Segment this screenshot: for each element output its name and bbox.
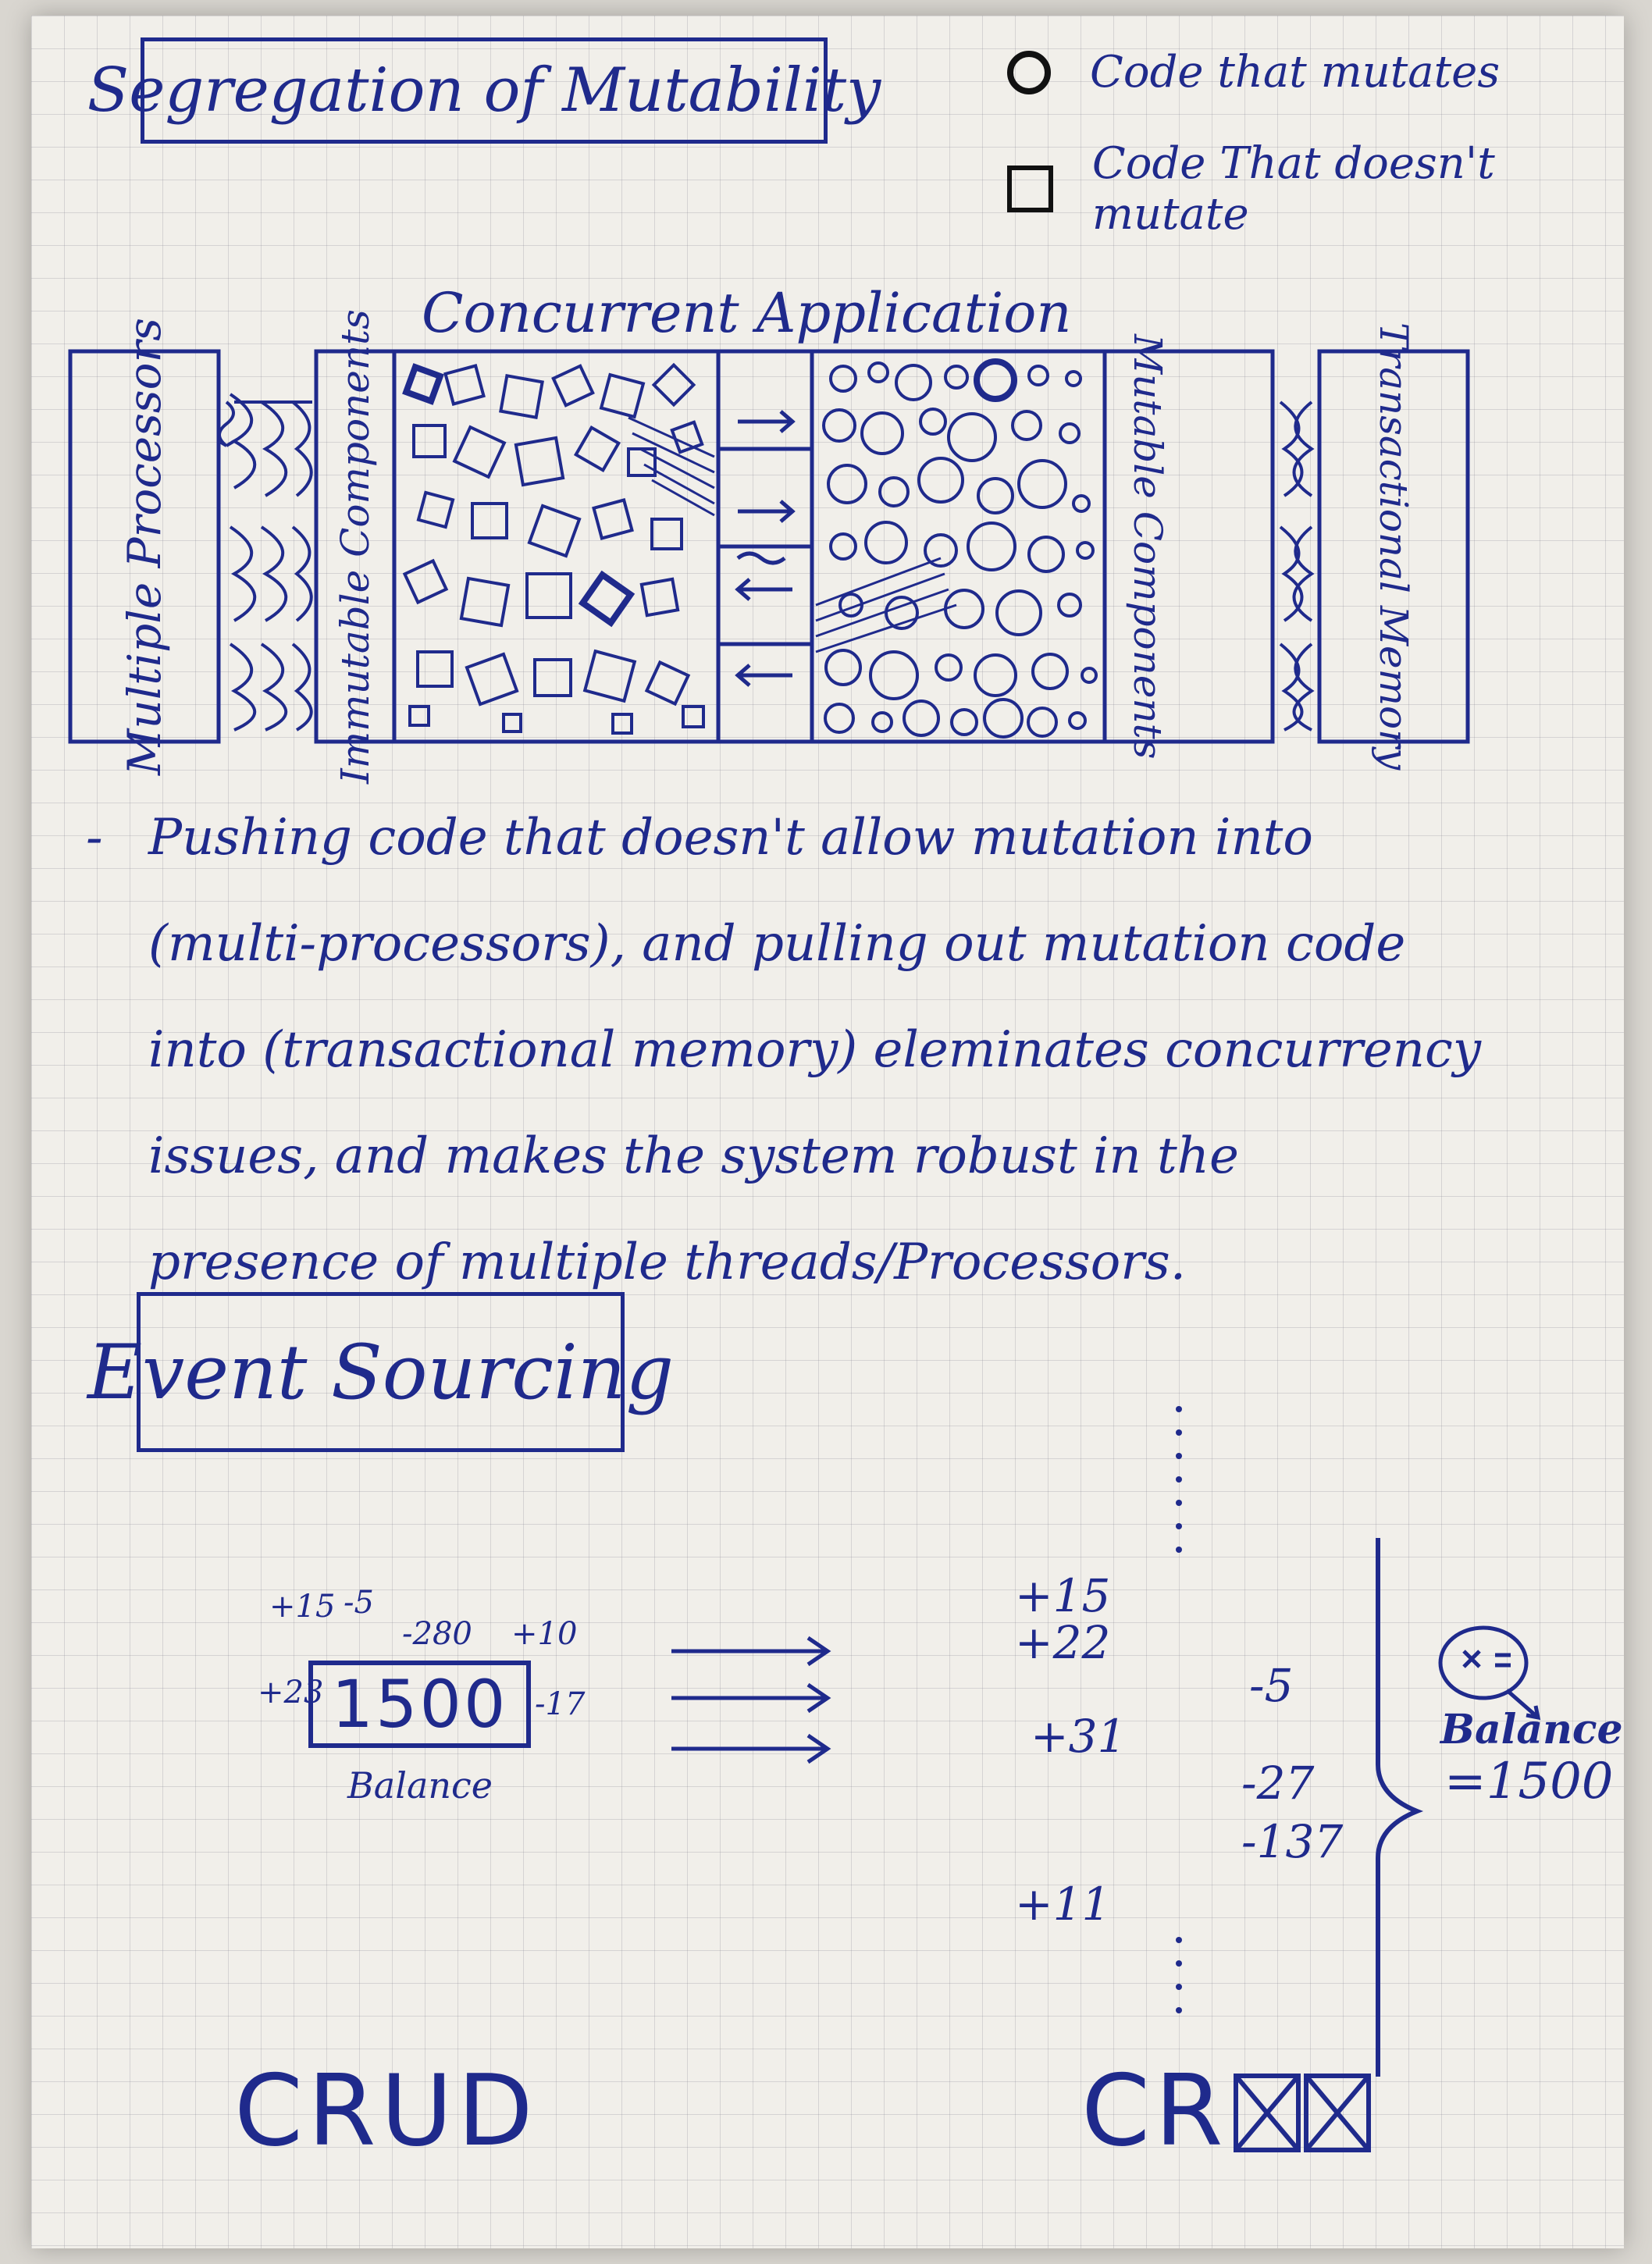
crud-value: +15 <box>269 1589 336 1625</box>
event-value: +15 <box>1015 1569 1111 1622</box>
paragraph-bullet: - <box>86 809 103 867</box>
memory-box <box>1317 349 1470 744</box>
paragraph: Pushing code that doesn't allow mutation… <box>148 785 1522 1315</box>
event-value: -27 <box>1241 1757 1315 1810</box>
event-sourcing-title: Event Sourcing <box>87 1292 674 1452</box>
processors-box <box>68 349 221 744</box>
legend-item-immutable: Code That doesn't mutate <box>1007 138 1652 240</box>
crud-value: -17 <box>535 1686 586 1722</box>
paragraph-line: Pushing code that doesn't allow mutation… <box>148 809 1313 867</box>
paragraph-line: presence of multiple threads/Processors. <box>148 1233 1187 1291</box>
event-value: +11 <box>1015 1878 1111 1931</box>
event-value: +22 <box>1015 1616 1111 1669</box>
cr-label: CR <box>1081 2053 1228 2168</box>
result-label: Balance <box>1440 1706 1623 1753</box>
result-value: =1500 <box>1444 1753 1614 1810</box>
crossed-out-icon <box>1233 2073 1371 2152</box>
concurrency-diagram: Multiple Processors Immutable Components… <box>66 309 1483 784</box>
legend-label-mutates: Code that mutates <box>1090 47 1501 98</box>
diagram-title: Concurrent Application <box>422 281 1072 345</box>
brace-icon <box>1376 1538 1424 2077</box>
paragraph-line: issues, and makes the system robust in t… <box>148 1127 1239 1185</box>
paper-sheet <box>31 16 1624 2248</box>
page-title-text: Segregation of Mutability <box>87 55 881 126</box>
event-value: -137 <box>1241 1815 1344 1868</box>
legend-item-mutates: Code that mutates <box>1007 47 1652 98</box>
processors-label: Multiple Processors <box>118 317 171 775</box>
page-title: Segregation of Mutability <box>87 37 881 144</box>
paragraph-line: (multi-processors), and pulling out muta… <box>148 915 1406 973</box>
mutable-components-label: Mutable Components <box>1125 333 1170 760</box>
transactional-memory-label: Transactional Memory <box>1371 322 1416 771</box>
immutable-components-label: Immutable Components <box>333 309 378 784</box>
circle-icon <box>1007 50 1051 94</box>
legend: Code that mutates Code That doesn't muta… <box>1007 47 1652 240</box>
crud-value: -280 <box>402 1616 472 1652</box>
crud-value: -5 <box>344 1585 374 1621</box>
crud-label: CRUD <box>234 2053 538 2168</box>
arrows-icon <box>671 1636 831 1764</box>
paragraph-line: into (transactional memory) eleminates c… <box>148 1021 1481 1079</box>
event-sourcing-title-text: Event Sourcing <box>87 1328 675 1416</box>
calculator-icon <box>1438 1625 1541 1721</box>
dotted-line <box>1176 1406 1182 2013</box>
cr-label-group: CR <box>1081 2053 1384 2168</box>
event-value: -5 <box>1249 1659 1294 1712</box>
crud-value: +10 <box>511 1616 578 1652</box>
legend-label-immutable: Code That doesn't mutate <box>1091 138 1495 240</box>
balance-label: Balance <box>347 1764 493 1807</box>
diagram-drawing <box>68 349 1470 744</box>
event-value: +31 <box>1031 1710 1127 1763</box>
square-icon <box>1007 166 1053 212</box>
balance-box: 1500 <box>308 1661 531 1748</box>
